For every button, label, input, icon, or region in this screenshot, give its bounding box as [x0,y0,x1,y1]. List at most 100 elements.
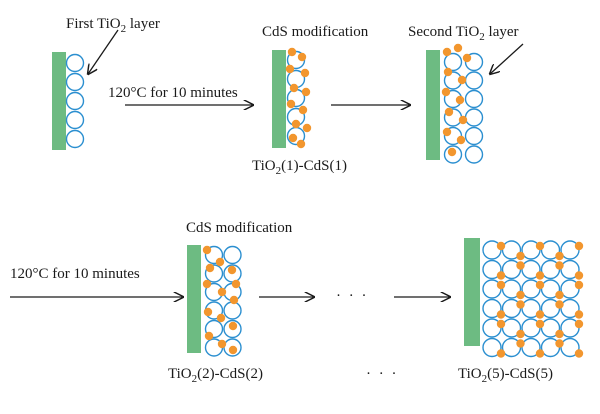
tio2-particle [560,337,580,358]
cds-particle [442,47,452,57]
tio2-particle [521,337,541,358]
cds-particle [496,271,506,280]
label-product-2: TiO2(2)-CdS(2) [168,366,263,385]
cds-particle [202,279,212,289]
cds-particle [228,321,238,331]
cds-particle [203,307,213,317]
cds-particle [447,147,457,157]
tio2-particle [521,259,541,280]
cds-particle [227,265,237,275]
cds-particle [285,64,295,74]
label-condition-2: 120°C for 10 minutes [10,266,140,282]
cds-particle [555,300,564,309]
tio2-particle [464,89,484,109]
cds-particle [516,261,525,270]
arrows [10,29,524,297]
cds-particle [555,251,564,261]
pointer-arrow-first-layer [88,29,119,74]
cds-particle [231,279,241,289]
tio2-particle [65,129,85,149]
cds-particle [555,261,564,270]
cds-particle [301,87,311,97]
cds-particle [535,271,545,280]
cds-particle [453,43,463,53]
cds-particle [535,310,545,319]
tio2-particle [482,337,502,358]
cds-particle [574,310,584,319]
cds-particle [228,345,238,355]
cds-particle [202,245,212,255]
tio2-particle [560,298,580,319]
cds-particle [291,119,301,129]
substrate-stage-3 [426,50,440,160]
tio2-particle [501,240,522,260]
cds-particle [574,349,584,358]
cds-particle [204,331,214,341]
label-product-5: TiO2(5)-CdS(5) [458,366,553,385]
cds-particle [496,280,506,290]
tio2-particle [65,53,85,73]
cds-particle [288,133,298,143]
cds-particle [286,99,296,109]
cds-particle [456,135,466,145]
tio2-particle [464,126,484,146]
tio2-particle [501,318,522,338]
cds-particle [442,127,452,137]
cds-particle [555,329,564,339]
cds-particle [535,280,545,290]
cds-particle [555,339,564,348]
cds-particle [444,107,454,117]
cds-particle [298,105,308,115]
cds-particle [205,263,215,273]
substrate-stage-1 [52,52,66,150]
cds-particle [229,295,239,305]
cds-particle [574,271,584,280]
label-product-1: TiO2(1)-CdS(1) [252,158,347,177]
cds-particle [496,349,506,358]
tio2-particle [560,259,580,280]
cds-particle [217,287,227,297]
tio2-particle [65,72,85,92]
cds-particle [443,67,453,77]
label-condition-1: 120°C for 10 minutes [108,85,238,101]
tio2-particle [540,279,561,299]
substrate-stage-5 [464,238,480,346]
tio2-particle [443,52,463,72]
label-first-tio2-layer: First TiO2 layer [66,16,160,35]
cds-particle [217,339,227,349]
electrode-structures [52,43,584,358]
cds-particle [555,290,564,300]
cds-particle [457,75,467,85]
pointer-arrow-second-layer [490,43,524,74]
tio2-particle [540,318,561,338]
tio2-particle [501,279,522,299]
cds-particle [516,290,525,300]
cds-particle [458,115,468,125]
label-second-tio2-layer: Second TiO2 layer [408,24,519,43]
tio2-particle [464,71,484,90]
cds-particle [300,68,310,78]
tio2-particle [223,245,242,265]
tio2-particle [464,145,484,164]
cds-particle [516,329,525,339]
tio2-particle [65,91,85,111]
tio2-particle [65,110,85,130]
substrate-stage-2 [272,50,286,148]
tio2-particle [540,240,561,260]
cds-particle [297,52,307,62]
cds-particle [441,87,451,97]
cds-particle [535,241,545,251]
cds-particle [287,47,297,57]
tio2-particle [223,301,242,320]
ellipsis-middle: · · · [336,288,369,304]
cds-particle [496,310,506,319]
tio2-particle [482,259,502,280]
ellipsis-bottom: · · · [366,366,399,382]
cds-particle [535,349,545,358]
cds-particle [496,319,506,329]
cds-particle [574,280,584,290]
cds-particle [455,95,465,105]
cds-particle [574,241,584,251]
